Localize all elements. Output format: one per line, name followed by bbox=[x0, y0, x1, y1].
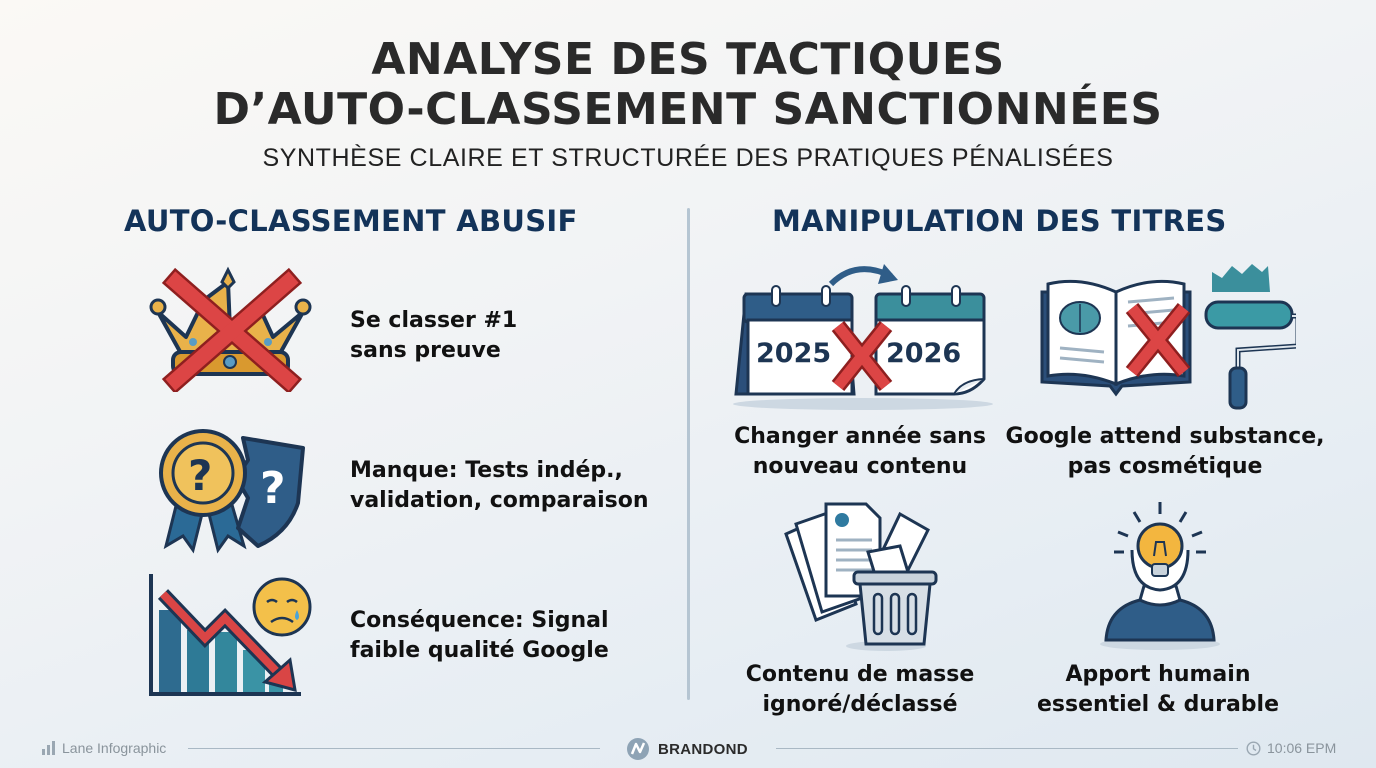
item-line-2: nouveau contenu bbox=[752, 454, 968, 479]
documents-trash-icon bbox=[776, 494, 946, 654]
page-subtitle: SYNTHÈSE CLAIRE ET STRUCTURÉE DES PRATIQ… bbox=[262, 144, 1114, 172]
item-human-input-text: Apport humain essentiel & durable bbox=[1020, 660, 1296, 720]
footer-right-line bbox=[776, 748, 1238, 749]
footer-left-text: Lane Infographic bbox=[62, 740, 167, 756]
page-title-line-1: ANALYSE DES TACTIQUES bbox=[371, 34, 1005, 85]
item-line-2: faible qualité Google bbox=[350, 638, 609, 663]
footer-left-line bbox=[188, 748, 600, 749]
calendar-year-old: 2025 bbox=[756, 338, 831, 369]
item-line-2: sans preuve bbox=[350, 338, 501, 363]
footer-brand: BRANDOND bbox=[626, 737, 748, 761]
item-line-1: Manque: Tests indép., bbox=[350, 458, 623, 483]
item-line-2: essentiel & durable bbox=[1036, 692, 1280, 717]
item-line-2: pas cosmétique bbox=[1067, 454, 1263, 479]
bar-chart-icon bbox=[42, 741, 55, 755]
item-line-1: Contenu de masse bbox=[745, 662, 975, 687]
item-line-1: Changer année sans bbox=[734, 424, 986, 449]
item-google-substance-text: Google attend substance, pas cosmétique bbox=[1000, 422, 1330, 482]
item-consequence-text: Conséquence: Signal faible qualité Googl… bbox=[350, 606, 609, 666]
book-paint-roller-icon bbox=[1036, 262, 1301, 412]
page-title-line-2: D’AUTO-CLASSEMENT SANCTIONNÉES bbox=[213, 84, 1163, 135]
item-change-year-text: Changer année sans nouveau contenu bbox=[720, 422, 1000, 482]
footer-brand-text: BRANDOND bbox=[658, 740, 748, 758]
footer-left-label: Lane Infographic bbox=[42, 740, 166, 756]
person-lightbulb-icon bbox=[1096, 500, 1226, 650]
item-line-2: ignoré/déclassé bbox=[762, 692, 958, 717]
calendar-year-change-icon: 2025 2026 bbox=[726, 254, 1001, 414]
declining-chart-sad-face-icon bbox=[145, 570, 315, 700]
item-line-1: Conséquence: Signal bbox=[350, 608, 609, 633]
footer-time: 10:06 EPM bbox=[1246, 740, 1336, 756]
section-title-auto-classement: AUTO-CLASSEMENT ABUSIF bbox=[124, 204, 578, 238]
crossed-crown-icon bbox=[138, 262, 318, 395]
item-mass-content-text: Contenu de masse ignoré/déclassé bbox=[720, 660, 1000, 720]
column-divider bbox=[687, 208, 690, 700]
svg-text:?: ? bbox=[260, 463, 286, 514]
brand-logo-icon bbox=[627, 738, 649, 760]
item-line-1: Se classer #1 bbox=[350, 308, 518, 333]
item-missing-validation-text: Manque: Tests indép., validation, compar… bbox=[350, 456, 649, 516]
svg-text:?: ? bbox=[188, 451, 212, 500]
item-line-1: Google attend substance, bbox=[1005, 424, 1325, 449]
calendar-year-new: 2026 bbox=[886, 338, 961, 369]
footer-time-text: 10:06 EPM bbox=[1267, 740, 1337, 756]
item-line-1: Apport humain bbox=[1065, 662, 1251, 687]
section-title-manipulation-titres: MANIPULATION DES TITRES bbox=[772, 204, 1227, 238]
item-line-2: validation, comparaison bbox=[350, 488, 649, 513]
clock-icon bbox=[1246, 740, 1261, 756]
item-self-rank-text: Se classer #1 sans preuve bbox=[350, 306, 517, 366]
broken-badge-shield-icon: ? ? bbox=[148, 418, 313, 558]
